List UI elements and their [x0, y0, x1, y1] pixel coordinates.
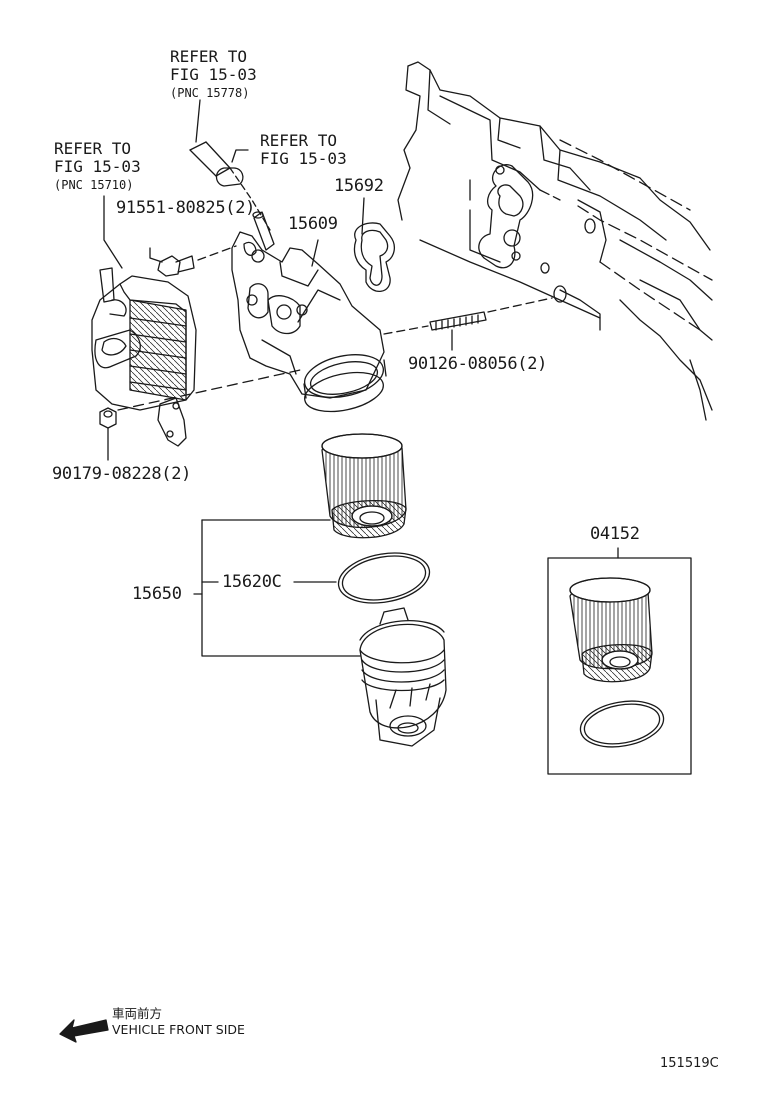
- vehicle-front-jp: 車両前方: [112, 1006, 163, 1021]
- stud-90126: [384, 298, 552, 334]
- refer-to-pnc: (PNC 15710): [54, 178, 134, 192]
- kit-box-04152: [548, 548, 691, 774]
- filter-element: [322, 434, 406, 538]
- part-number-04152: 04152: [590, 524, 640, 544]
- part-number-90179: 90179-08228(2): [52, 464, 192, 484]
- refer-to-line2: FIG 15-03: [260, 149, 347, 168]
- refer-to-line1: REFER TO: [260, 131, 338, 150]
- part-number-15609: 15609: [288, 214, 338, 234]
- refer-to-15778: REFER TO FIG 15-03 (PNC 15778): [170, 48, 257, 102]
- part-number-15692: 15692: [334, 176, 384, 196]
- filter-cap: [360, 608, 446, 746]
- oil-cooler: [92, 268, 196, 446]
- clip-15778: [217, 150, 249, 186]
- vehicle-front-en: VEHICLE FRONT SIDE: [112, 1022, 245, 1037]
- leader-lines: [104, 196, 452, 460]
- part-number-15650: 15650: [132, 584, 182, 604]
- filter-housing: [232, 232, 387, 418]
- engine-block: [398, 62, 712, 420]
- o-ring-15620c: [335, 546, 434, 609]
- refer-to-pnc: (PNC 15778): [170, 86, 250, 100]
- refer-to-line2: FIG 15-03: [54, 157, 141, 176]
- refer-to-15710: REFER TO FIG 15-03 (PNC 15710): [54, 140, 141, 194]
- refer-to-line1: REFER TO: [170, 47, 248, 66]
- refer-to-line1: REFER TO: [54, 139, 132, 158]
- bolt-91551: [158, 246, 236, 276]
- diagram-code: 151519C: [660, 1056, 719, 1071]
- vehicle-front-label: 車両前方 VEHICLE FRONT SIDE: [112, 1006, 245, 1038]
- hose-15778: [190, 100, 270, 230]
- part-number-90126: 90126-08056(2): [408, 354, 548, 374]
- part-number-15620c: 15620C: [222, 572, 282, 592]
- gasket-15692: [354, 223, 394, 291]
- refer-to-hose: REFER TO FIG 15-03: [260, 132, 347, 168]
- refer-to-line2: FIG 15-03: [170, 65, 257, 84]
- part-number-91551: 91551-80825(2): [116, 198, 256, 218]
- vehicle-front-arrow: [60, 1020, 108, 1042]
- bracket-15650: [194, 520, 360, 656]
- pipe-to-15609: [253, 212, 274, 250]
- nut-90179: [100, 370, 300, 428]
